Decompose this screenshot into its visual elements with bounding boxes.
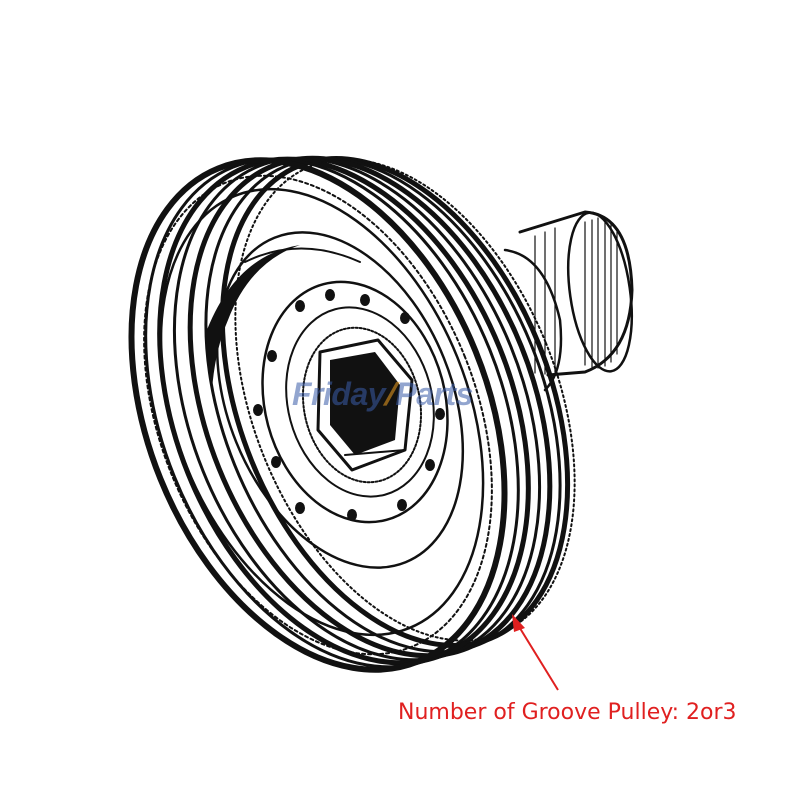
watermark-part1: Friday: [292, 376, 386, 412]
bolt-holes: [253, 289, 445, 521]
center-bore: [301, 326, 423, 484]
bolt-flange: [253, 280, 449, 524]
pulley-recess: [205, 231, 465, 569]
callout-label: Number of Groove Pulley: 2or3: [398, 700, 737, 725]
callout-arrow: [512, 614, 559, 691]
pulley-shaft: [503, 210, 634, 392]
watermark-logo: Friday/Parts: [292, 376, 473, 413]
pulley-front-face: [128, 157, 508, 673]
watermark-part2: Parts: [395, 376, 473, 412]
